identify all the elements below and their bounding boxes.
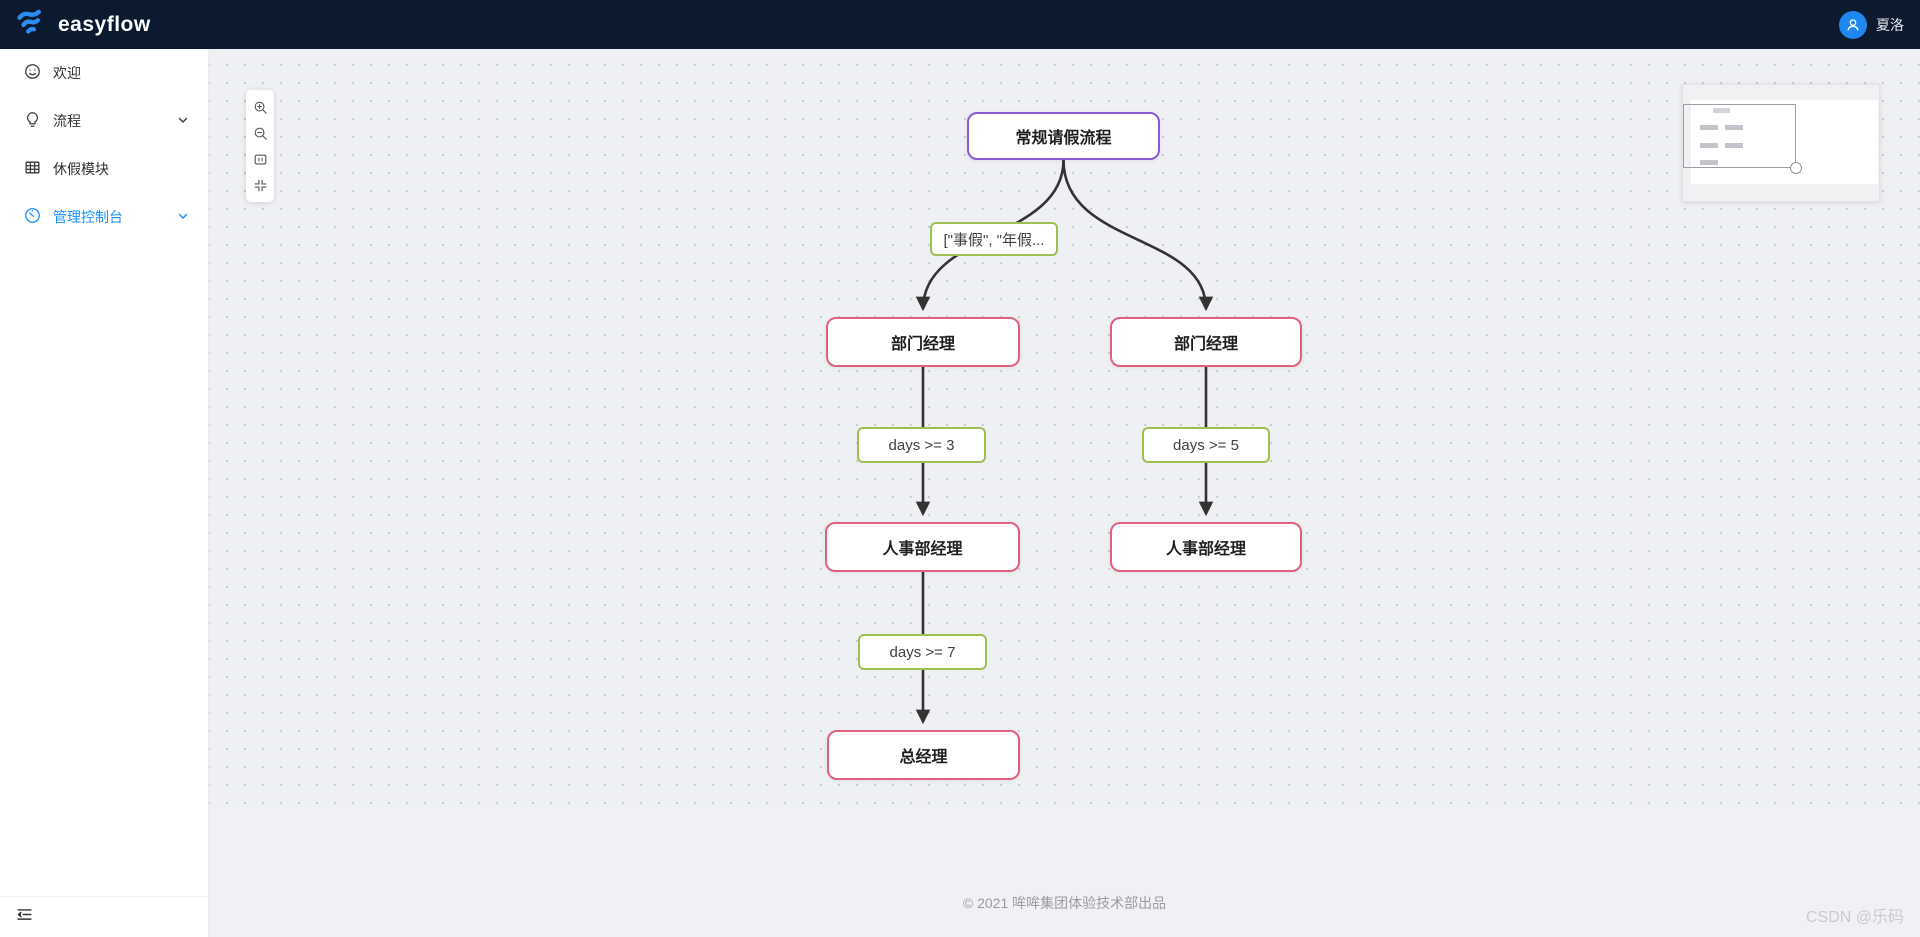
user-name[interactable]: 夏洛 bbox=[1876, 16, 1904, 33]
app-title: easyflow bbox=[58, 12, 151, 36]
minimap-node-block bbox=[1700, 125, 1718, 130]
minimap-content bbox=[1691, 100, 1878, 184]
minimap-node-block bbox=[1713, 108, 1730, 113]
table-icon bbox=[24, 159, 41, 179]
zoom-out-button[interactable] bbox=[246, 120, 274, 146]
minimap-node-block bbox=[1725, 125, 1743, 130]
smile-icon bbox=[24, 63, 41, 83]
minimap-viewport[interactable] bbox=[1683, 104, 1796, 168]
canvas-toolbar bbox=[246, 90, 274, 202]
edge-label-days-7[interactable]: days >= 7 bbox=[858, 634, 987, 670]
minimap-node-block bbox=[1700, 143, 1718, 148]
sidebar-item-label: 休假模块 bbox=[53, 161, 109, 177]
minimap-resize-handle[interactable] bbox=[1790, 162, 1802, 174]
edge-label-days-5[interactable]: days >= 5 bbox=[1142, 427, 1270, 463]
logo[interactable]: easyflow bbox=[16, 7, 151, 42]
sidebar-item-welcome[interactable]: 欢迎 bbox=[0, 49, 208, 97]
sidebar-item-label: 欢迎 bbox=[53, 65, 81, 81]
flow-node-start[interactable]: 常规请假流程 bbox=[967, 112, 1160, 160]
edge-label-days-3[interactable]: days >= 3 bbox=[857, 427, 986, 463]
chevron-down-icon bbox=[176, 113, 190, 130]
zoom-in-button[interactable] bbox=[246, 94, 274, 120]
flow-node-general-manager[interactable]: 总经理 bbox=[827, 730, 1020, 780]
flow-node-hr-manager-right[interactable]: 人事部经理 bbox=[1110, 522, 1302, 572]
flow-node-dept-manager-left[interactable]: 部门经理 bbox=[826, 317, 1020, 367]
edge-start-to-dept-right bbox=[1062, 159, 1214, 312]
flow-node-hr-manager-left[interactable]: 人事部经理 bbox=[825, 522, 1020, 572]
sidebar-footer bbox=[0, 896, 208, 937]
sidebar-item-admin-console[interactable]: 管理控制台 bbox=[0, 193, 208, 241]
fit-view-button[interactable] bbox=[246, 146, 274, 172]
chevron-down-icon bbox=[176, 209, 190, 226]
csdn-watermark: CSDN @乐码 bbox=[1805, 909, 1904, 926]
flow-edges bbox=[915, 159, 1214, 725]
flow-canvas[interactable]: 常规请假流程 ["事假", "年假... 部门经理 部门经理 days >= 3… bbox=[209, 49, 1920, 937]
flow-node-dept-manager-right[interactable]: 部门经理 bbox=[1110, 317, 1302, 367]
minimap-node-block bbox=[1700, 160, 1718, 165]
menu-fold-icon[interactable] bbox=[16, 906, 33, 928]
minimap-node-block bbox=[1725, 143, 1743, 148]
bulb-icon bbox=[24, 111, 41, 131]
sidebar: 欢迎 流程 休假模块 bbox=[0, 49, 209, 937]
easyflow-logo-icon bbox=[16, 7, 46, 42]
sidebar-item-label: 流程 bbox=[53, 113, 81, 129]
user-avatar[interactable] bbox=[1839, 10, 1867, 39]
edge-label-leave-types[interactable]: ["事假", "年假... bbox=[930, 222, 1058, 256]
sidebar-item-flows[interactable]: 流程 bbox=[0, 97, 208, 145]
sidebar-item-leave-module[interactable]: 休假模块 bbox=[0, 145, 208, 193]
sidebar-item-label: 管理控制台 bbox=[53, 209, 123, 225]
compress-button[interactable] bbox=[246, 172, 274, 198]
top-header: easyflow 夏洛 bbox=[0, 0, 1920, 49]
copyright-footer: © 2021 哞哞集团体验技术部出品 bbox=[962, 895, 1167, 911]
minimap bbox=[1682, 84, 1880, 202]
dashboard-icon bbox=[24, 207, 41, 227]
